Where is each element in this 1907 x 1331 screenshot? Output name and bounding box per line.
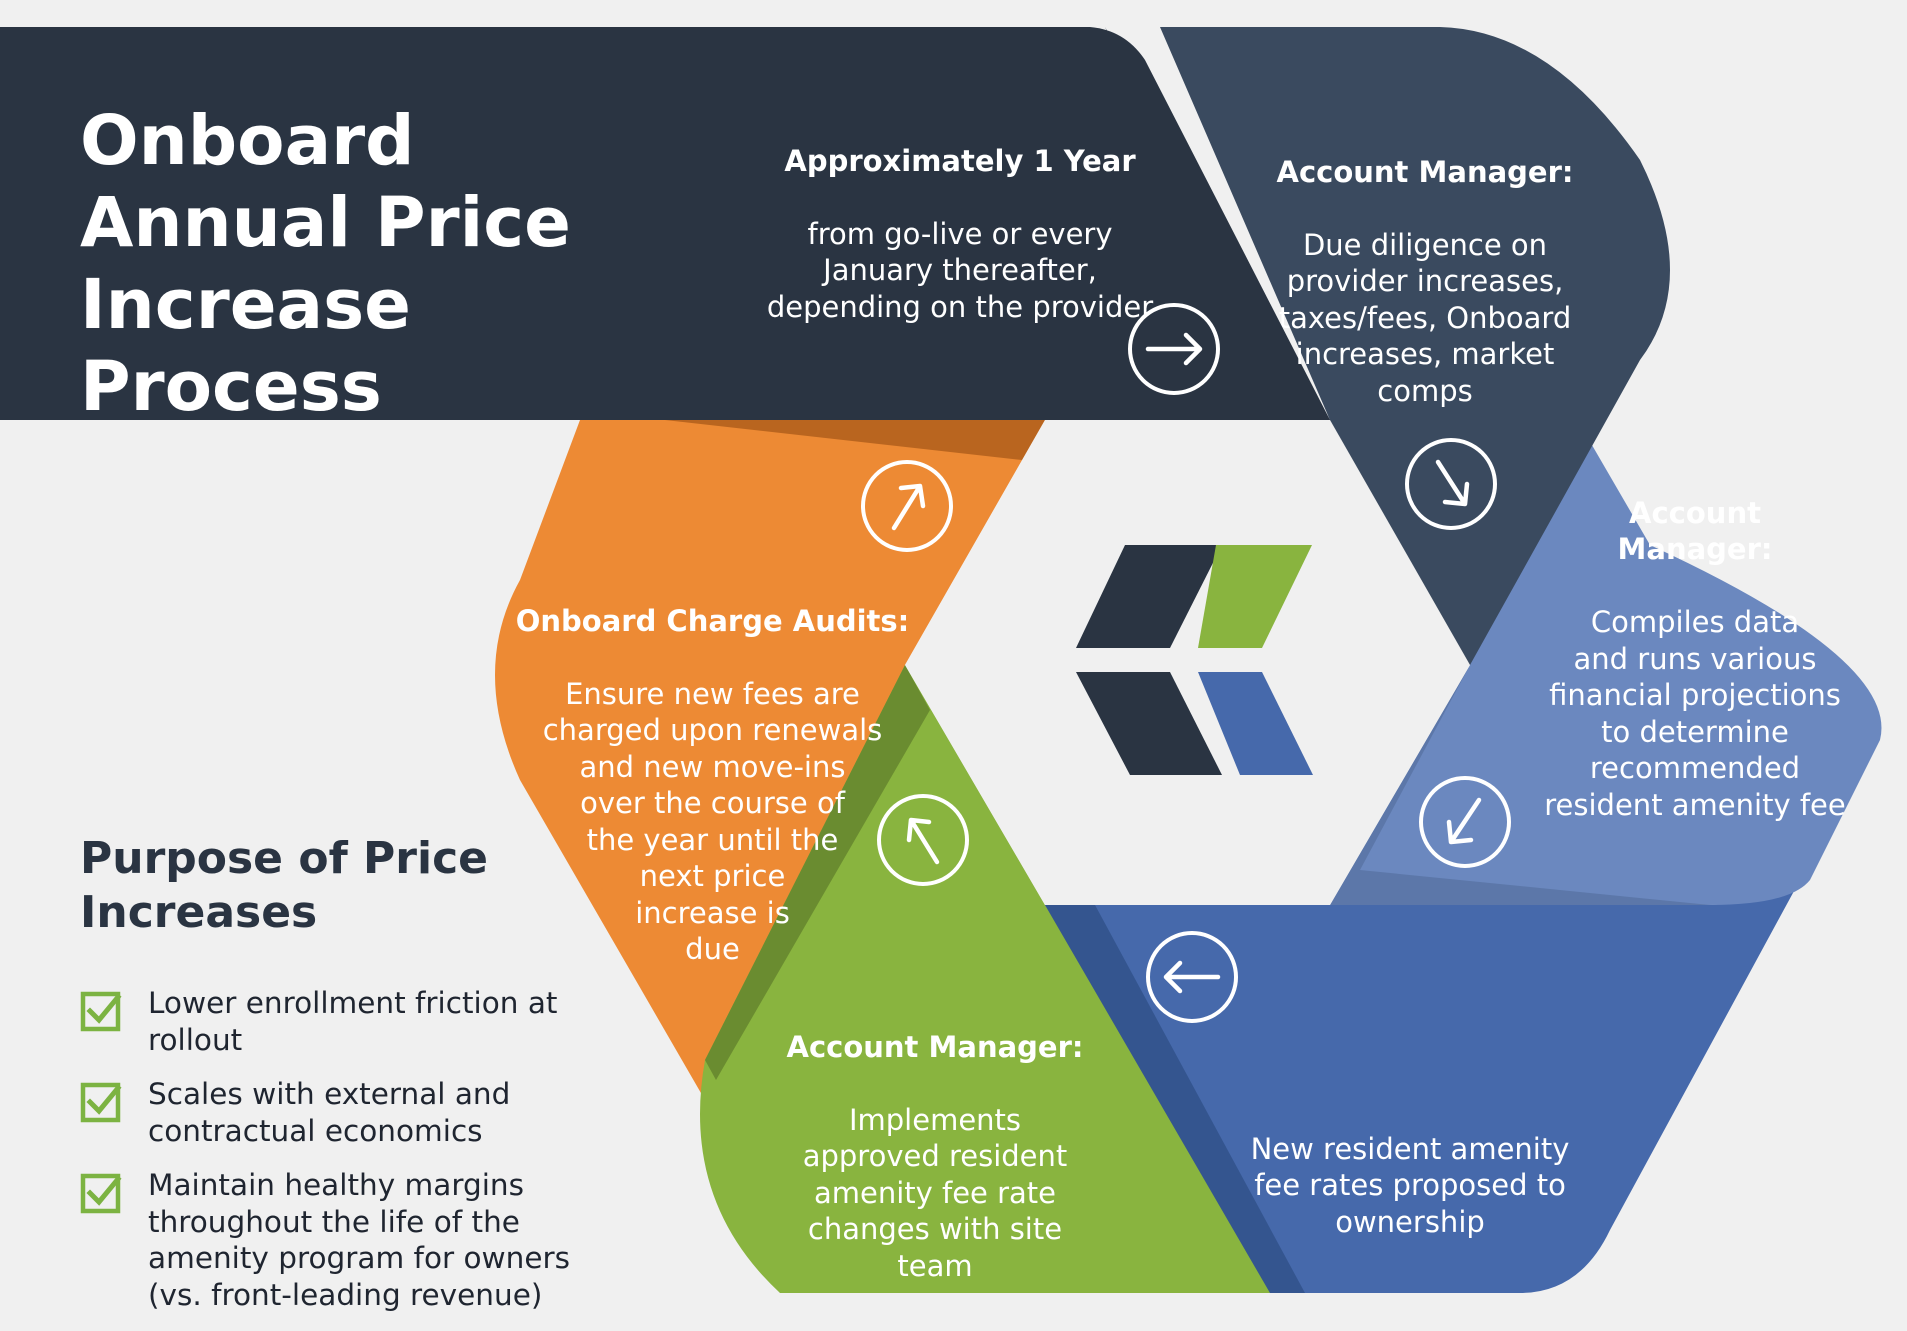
segment-charge-audits: [495, 420, 1045, 1100]
step-5-heading: Account Manager:: [786, 1029, 1084, 1064]
arrow-down-right-icon: [1405, 438, 1497, 530]
step-2-text: Account Manager: Due diligence on provid…: [1240, 117, 1610, 409]
step-6-text: Onboard Charge Audits: Ensure new fees a…: [510, 566, 915, 968]
step-4-text: New resident amenity fee rates proposed …: [1225, 1094, 1595, 1240]
arrow-down-left-icon: [1419, 776, 1511, 868]
arrow-right-icon: [1128, 303, 1220, 395]
checkbox-check-icon: [80, 1082, 122, 1123]
step-5-body: Implements approved resident amenity fee…: [802, 1102, 1068, 1283]
step-1-heading: Approximately 1 Year: [784, 143, 1136, 178]
segment-implements: [700, 665, 1290, 1293]
step-5-text: Account Manager: Implements approved res…: [745, 992, 1125, 1284]
step-3-heading: Account Manager:: [1617, 495, 1773, 567]
price-increase-cycle-diagram: [0, 27, 1882, 1293]
benefit-item: Maintain healthy margins throughout the …: [80, 1167, 600, 1313]
benefit-item-text: Scales with external and contractual eco…: [148, 1077, 511, 1148]
step-3-body: Compiles data and runs various financial…: [1544, 605, 1846, 822]
arrow-up-right-icon: [861, 460, 953, 552]
segment-compiles-data: [1330, 235, 1882, 905]
step-4-body: New resident amenity fee rates proposed …: [1250, 1131, 1570, 1239]
checkbox-check-icon: [80, 1173, 122, 1214]
page-title: Onboard Annual Price Increase Process: [80, 101, 571, 427]
benefit-item-text: Maintain healthy margins throughout the …: [148, 1168, 571, 1312]
center-hexagon: [905, 420, 1470, 905]
benefit-item: Scales with external and contractual eco…: [80, 1076, 600, 1149]
benefit-item-text: Lower enrollment friction at rollout: [148, 986, 558, 1057]
step-1-body: from go-live or every January thereafter…: [766, 216, 1154, 324]
benefit-item: Lower enrollment friction at rollout: [80, 985, 600, 1058]
step-3-text: Account Manager: Compiles data and runs …: [1480, 458, 1907, 823]
arrow-up-left-icon: [877, 794, 969, 886]
step-1-text: Approximately 1 Year from go-live or eve…: [760, 106, 1160, 325]
step-2-body: Due diligence on provider increases, tax…: [1278, 227, 1572, 408]
benefits-list: Lower enrollment friction at rollout Sca…: [80, 985, 600, 1331]
arrow-left-icon: [1146, 931, 1238, 1023]
header-band: [0, 27, 1330, 420]
onboard-logo: [1076, 545, 1313, 775]
purpose-title: Purpose of Price Increases: [80, 833, 488, 938]
step-6-body: Ensure new fees are charged upon renewal…: [542, 676, 883, 967]
step-2-heading: Account Manager:: [1276, 154, 1574, 189]
step-6-heading: Onboard Charge Audits:: [515, 603, 910, 638]
checkbox-check-icon: [80, 991, 122, 1032]
